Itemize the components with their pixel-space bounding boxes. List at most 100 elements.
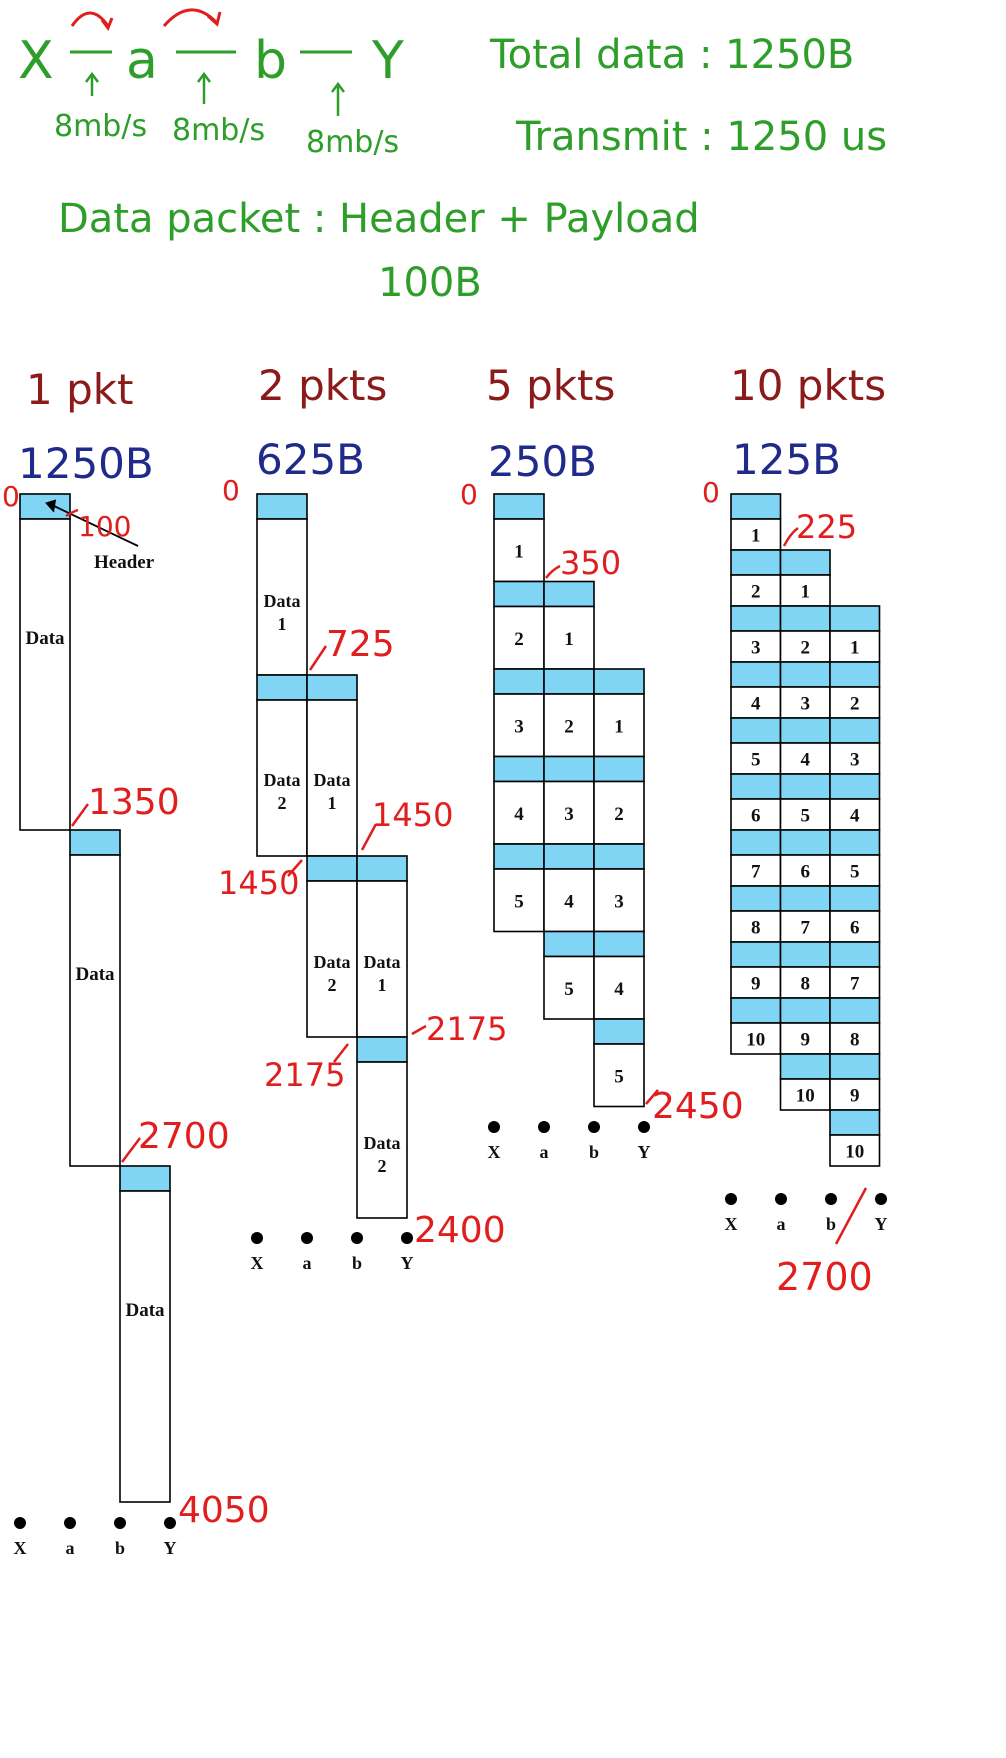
col4-hop1-pkt3-label: 3 xyxy=(751,638,761,659)
col4-hop2-pkt4-header xyxy=(779,717,831,744)
col2-axis-dot-y xyxy=(401,1232,413,1244)
col3-axis-dot-b xyxy=(588,1121,600,1133)
col2-time-2175-right-tick xyxy=(411,1024,427,1036)
col2-a-data-1-word: Data xyxy=(314,770,351,790)
col4-hop2-pkt6-payload xyxy=(779,854,831,887)
col2-axis-dot-x xyxy=(251,1232,263,1244)
hop-arrow-1-head xyxy=(100,17,114,32)
col2-axis-b: b xyxy=(352,1253,362,1273)
col3-hop3-pkt5-label: 5 xyxy=(614,1066,624,1087)
col1-header-a xyxy=(69,829,121,856)
col1-data-b-label: Data xyxy=(125,1300,165,1321)
col3-time-350-tick xyxy=(545,564,561,579)
col4-hop1-pkt5-header xyxy=(730,717,782,744)
col4-hop1-pkt9-label: 9 xyxy=(751,974,761,995)
col4-time-2700-tick xyxy=(834,1187,868,1245)
col3-hop1-pkt2-label: 2 xyxy=(514,629,524,650)
col2-x-header-1 xyxy=(256,493,308,520)
col4-hop1-pkt9-header xyxy=(730,941,782,968)
packet-composition-text: Data packet : Header + Payload xyxy=(58,196,700,242)
node-a: a xyxy=(126,31,158,91)
col4-hop1-pkt1-payload xyxy=(730,518,782,551)
col3-title: 5 pkts xyxy=(486,361,615,410)
col1-axis-dot-b xyxy=(114,1517,126,1529)
col4-hop2-pkt7-label: 7 xyxy=(801,918,811,939)
col4-hop2-pkt7-header xyxy=(779,885,831,912)
header-callout-arrowhead xyxy=(45,499,57,513)
col4-hop2-pkt9-label: 9 xyxy=(801,1030,811,1051)
col4-hop2-pkt5-payload xyxy=(779,798,831,831)
col4-hop1-pkt2-label: 2 xyxy=(751,582,761,603)
col1-time-2700: 2700 xyxy=(138,1116,230,1157)
col1-data-x-label: Data xyxy=(25,628,65,649)
col4-time-225: 225 xyxy=(796,508,857,546)
col3-hop3-pkt1-payload xyxy=(593,693,645,758)
col2-x-data-2 xyxy=(256,699,308,857)
col1-data-a-label: Data xyxy=(75,964,115,985)
col3-hop3-pkt2-header xyxy=(593,755,645,783)
col4-hop2-pkt4-label: 4 xyxy=(801,750,811,771)
col1-header-x xyxy=(19,493,71,520)
col3-hop2-pkt1-payload xyxy=(543,605,595,670)
col1-data-a xyxy=(69,854,121,1167)
col1-data-x xyxy=(19,518,71,831)
rate-arrows xyxy=(85,71,345,116)
col3-axis-a: a xyxy=(540,1142,549,1162)
col4-axis-dot-y xyxy=(875,1193,887,1205)
col2-b-header-2 xyxy=(356,1036,408,1063)
col3-hop1-pkt2-header xyxy=(493,580,545,608)
col4-hop2-pkt5-label: 5 xyxy=(801,806,811,827)
col4-hop1-pkt5-label: 5 xyxy=(751,750,761,771)
col4-hop2-pkt2-label: 2 xyxy=(801,638,811,659)
col2-packet-size: 625B xyxy=(256,435,365,484)
col3-hop2-pkt2-label: 2 xyxy=(564,716,574,737)
col2-time-1450-left-tick xyxy=(287,859,303,877)
col2-time-725-tick xyxy=(308,645,328,671)
col2-a-data-2 xyxy=(306,880,358,1038)
col2-x-data-1-word: Data xyxy=(264,591,301,611)
col2-time-2175-left: 2175 xyxy=(264,1056,345,1094)
col3-hop2-pkt3-label: 3 xyxy=(564,804,574,825)
col4-hop1-pkt10-label: 10 xyxy=(746,1030,765,1051)
col2-b-header-1 xyxy=(356,855,408,882)
column-1-pkt: 1 pkt 1250B 0 Data Data Data Header 100 … xyxy=(2,365,270,1558)
col1-header-b xyxy=(119,1165,171,1192)
col3-hop3-pkt3-label: 3 xyxy=(614,891,624,912)
col4-hop1-pkt6-label: 6 xyxy=(751,806,761,827)
col2-x-header-2 xyxy=(256,674,308,701)
rate-label-2: 8mb/s xyxy=(172,113,265,148)
col4-hop3-pkt2-payload xyxy=(829,686,881,719)
col4-axis-y: Y xyxy=(875,1214,888,1234)
col1-time-2700-tick xyxy=(121,1137,141,1163)
col1-axis-b: b xyxy=(115,1538,125,1558)
col2-axis-a: a xyxy=(303,1253,312,1273)
col4-axis-x: X xyxy=(725,1214,738,1234)
col4-hop2-pkt8-payload xyxy=(779,966,831,999)
col4-hop1-pkt4-label: 4 xyxy=(751,694,761,715)
col2-a-data-1-num: 1 xyxy=(328,793,337,813)
col2-time-1450-top-tick xyxy=(360,823,378,851)
col4-hop1-pkt3-payload xyxy=(730,630,782,663)
col3-hop2-pkt5-payload xyxy=(543,955,595,1020)
col1-title: 1 pkt xyxy=(26,365,134,414)
col3-time-2450: 2450 xyxy=(652,1086,744,1127)
col3-axis-dot-y xyxy=(638,1121,650,1133)
col4-hop1-pkt1-header xyxy=(730,493,782,520)
col3-hop1-pkt4-payload xyxy=(493,780,545,845)
col3-hop3-pkt1-header xyxy=(593,668,645,695)
col4-hop1-pkt9-payload xyxy=(730,966,782,999)
col3-hop1-pkt1-label: 1 xyxy=(514,541,524,562)
col4-hop1-pkt10-header xyxy=(730,997,782,1024)
col4-hop3-pkt7-payload xyxy=(829,966,881,999)
col3-axis-dot-a xyxy=(538,1121,550,1133)
col3-hop1-pkt1-header xyxy=(493,493,545,520)
col4-hop1-pkt8-header xyxy=(730,885,782,912)
col1-data-b xyxy=(119,1190,171,1503)
col4-axis-dot-a xyxy=(775,1193,787,1205)
col4-hop3-pkt5-payload xyxy=(829,854,881,887)
col2-x-data-1 xyxy=(256,518,308,676)
col2-b-data-2-word: Data xyxy=(364,1133,401,1153)
